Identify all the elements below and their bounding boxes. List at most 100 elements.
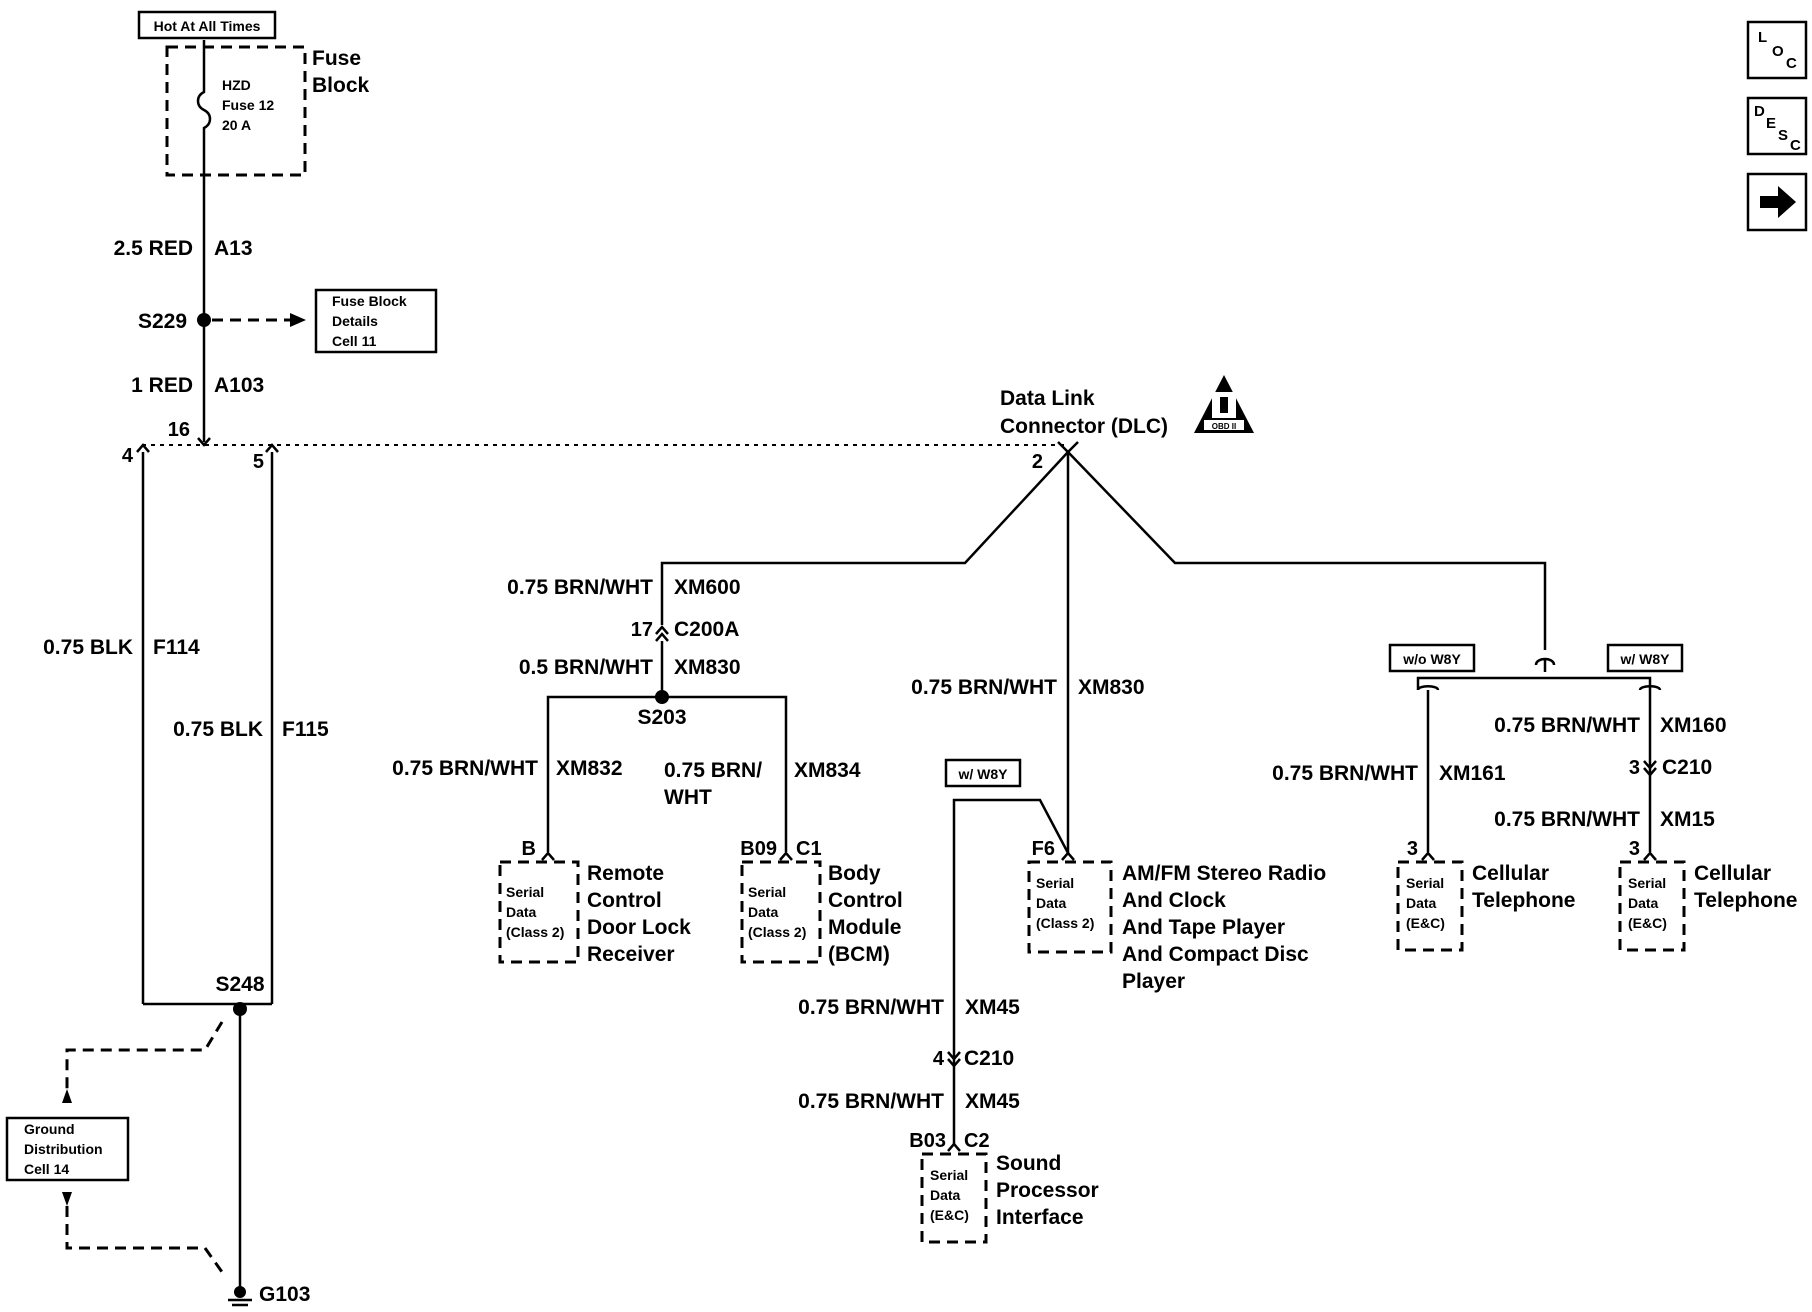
svg-text:Serial: Serial [506,884,544,900]
svg-text:HZD: HZD [222,77,251,93]
svg-text:L: L [1758,29,1767,46]
svg-text:XM832: XM832 [556,757,623,780]
c210-connector: C210 [964,1047,1014,1070]
svg-text:Hot At All Times: Hot At All Times [154,18,261,34]
svg-text:A103: A103 [214,374,264,397]
svg-text:0.75 BLK: 0.75 BLK [43,636,133,659]
svg-text:C2: C2 [964,1130,990,1152]
svg-text:D: D [1754,103,1765,120]
svg-text:Data: Data [1406,895,1437,911]
svg-text:And Compact Disc: And Compact Disc [1122,943,1309,966]
svg-text:B: B [522,838,536,860]
svg-text:Cellular: Cellular [1694,862,1771,885]
svg-text:XM600: XM600 [674,576,741,599]
svg-text:C: C [1790,137,1801,154]
svg-text:Data: Data [930,1187,961,1203]
svg-text:C: C [1786,55,1797,72]
svg-text:B03: B03 [909,1130,946,1152]
splice-s248: S248 [215,973,264,996]
svg-text:w/ W8Y: w/ W8Y [957,766,1008,782]
fuse-block: Fuse Block HZD Fuse 12 20 A [165,40,370,177]
c200a-connector: C200A [674,618,739,641]
svg-text:Distribution: Distribution [24,1141,103,1157]
svg-text:Fuse Block: Fuse Block [332,293,407,309]
svg-text:0.75 BRN/WHT: 0.75 BRN/WHT [507,576,653,599]
svg-text:E: E [1766,115,1776,132]
svg-text:XM160: XM160 [1660,714,1727,737]
svg-text:XM830: XM830 [674,656,741,679]
svg-text:Serial: Serial [930,1167,968,1183]
svg-text:Data: Data [1628,895,1659,911]
svg-text:And Tape Player: And Tape Player [1122,916,1285,939]
sound-processor-interface: B03 C2 Serial Data (E&C) Sound Processor… [909,1130,1099,1244]
ground-distribution-reference[interactable]: Ground Distribution Cell 14 [5,1116,130,1182]
body-control-module: B09 C1 Serial Data (Class 2) Body Contro… [740,838,902,966]
svg-text:Module: Module [828,916,902,939]
svg-text:Data: Data [1036,895,1067,911]
arrow-right-small-icon [290,313,306,327]
svg-text:0.75 BRN/: 0.75 BRN/ [664,759,762,782]
svg-text:Cell 14: Cell 14 [24,1161,69,1177]
dlc-pin-4: 4 [122,445,134,467]
svg-text:Remote: Remote [587,862,664,885]
cellular-telephone-left: 3 Serial Data (E&C) Cellular Telephone [1396,838,1575,952]
svg-text:WHT: WHT [664,786,712,809]
svg-text:Interface: Interface [996,1206,1084,1229]
svg-text:S: S [1778,127,1788,144]
svg-text:(E&C): (E&C) [930,1207,969,1223]
arrow-down-small-icon [62,1192,72,1206]
svg-text:(E&C): (E&C) [1628,915,1667,931]
svg-text:0.5 BRN/WHT: 0.5 BRN/WHT [519,656,653,679]
svg-text:Receiver: Receiver [587,943,675,966]
svg-text:XM834: XM834 [794,759,861,782]
ground-g103-symbol [228,1286,252,1307]
cellular-telephone-right: 3 Serial Data (E&C) Cellular Telephone [1618,838,1797,952]
svg-text:(E&C): (E&C) [1406,915,1445,931]
svg-text:Cell 11: Cell 11 [332,333,377,349]
svg-text:0.75 BRN/WHT: 0.75 BRN/WHT [911,676,1057,699]
svg-text:Body: Body [828,862,881,885]
svg-text:F115: F115 [282,718,329,741]
svg-text:Serial: Serial [1036,875,1074,891]
svg-text:A13: A13 [214,237,253,260]
svg-text:0.75 BRN/WHT: 0.75 BRN/WHT [1494,714,1640,737]
svg-text:Details: Details [332,313,378,329]
svg-text:20 A: 20 A [222,117,251,133]
svg-text:1 RED: 1 RED [131,374,193,397]
svg-text:Processor: Processor [996,1179,1099,1202]
c210-connector-pin: 4 [933,1048,945,1070]
svg-text:(Class 2): (Class 2) [506,924,564,940]
dlc-pin-16: 16 [168,419,190,441]
svg-text:F114: F114 [153,636,200,659]
svg-text:XM161: XM161 [1439,762,1506,785]
splice-s229: S229 [138,310,187,333]
svg-text:w/o W8Y: w/o W8Y [1402,651,1461,667]
svg-text:0.75 BRN/WHT: 0.75 BRN/WHT [798,996,944,1019]
fuse-block-details-reference[interactable]: Fuse Block Details Cell 11 [314,288,438,354]
svg-text:C1: C1 [796,838,822,860]
svg-text:Ground: Ground [24,1121,75,1137]
svg-text:AM/FM Stereo Radio: AM/FM Stereo Radio [1122,862,1326,885]
svg-text:Telephone: Telephone [1694,889,1797,912]
svg-text:Serial: Serial [1628,875,1666,891]
svg-text:0.75 BRN/WHT: 0.75 BRN/WHT [1494,808,1640,831]
svg-text:2.5 RED: 2.5 RED [114,237,193,260]
dlc-pin-5: 5 [253,451,264,473]
svg-text:Control: Control [587,889,662,912]
am-fm-stereo-radio: F6 Serial Data (Class 2) AM/FM Stereo Ra… [1027,838,1326,993]
location-button[interactable]: L O C [1746,20,1808,80]
svg-text:Player: Player [1122,970,1185,993]
arrow-up-small-icon [62,1089,72,1103]
splice-s229-dot [197,313,211,327]
description-button[interactable]: D E S C [1746,96,1808,156]
ground-g103-label: G103 [259,1283,310,1306]
splice-s203: S203 [637,706,686,729]
w-w8y-option-tag: w/ W8Y [1606,643,1684,673]
svg-text:0.75 BRN/WHT: 0.75 BRN/WHT [392,757,538,780]
svg-text:0.75 BLK: 0.75 BLK [173,718,263,741]
dlc-title: Data Link [1000,387,1095,410]
svg-text:(Class 2): (Class 2) [748,924,806,940]
next-button[interactable] [1746,172,1808,232]
svg-text:Fuse: Fuse [312,47,361,70]
